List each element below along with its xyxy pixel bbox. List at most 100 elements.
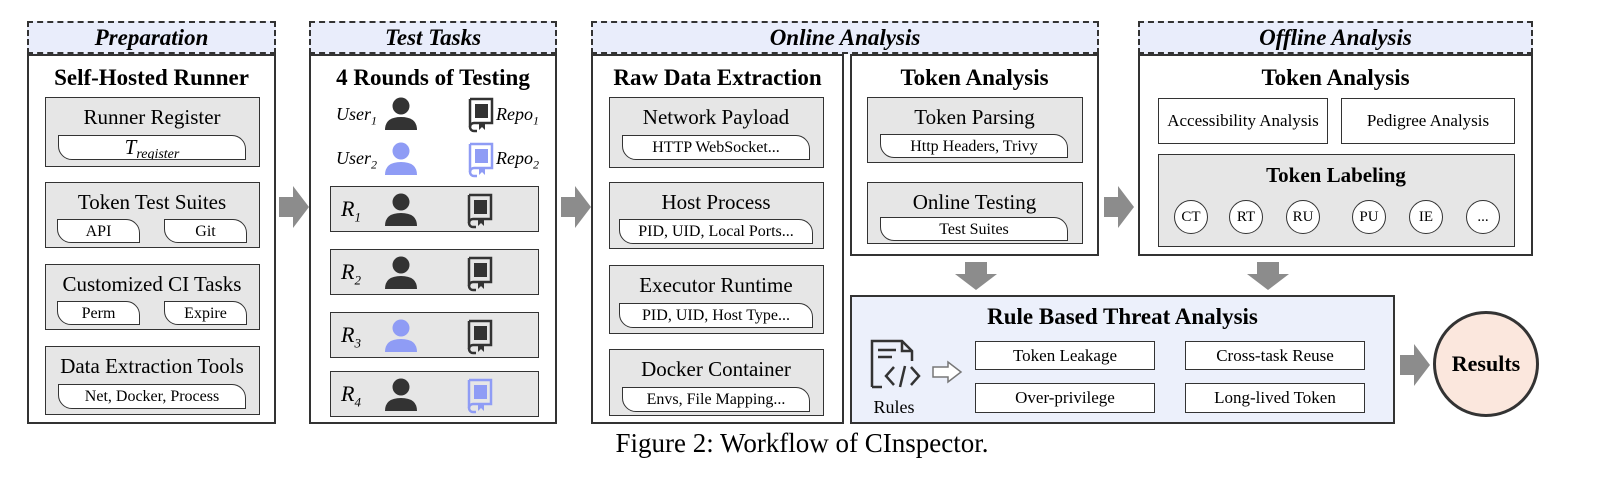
network-payload-pill: HTTP WebSocket...	[622, 135, 810, 160]
rules-label: Rules	[873, 397, 915, 417]
host-process-box: Host Process PID, UID, Local Ports...	[609, 182, 824, 249]
flow-arrow-preparation-to-test	[279, 186, 309, 228]
round-3-label: R3	[341, 322, 361, 351]
token-parsing-pill: Http Headers, Trivy	[880, 134, 1068, 158]
long-lived-token-box: Long-lived Token	[1185, 383, 1365, 413]
executor-runtime-label: Executor Runtime	[639, 273, 793, 297]
round-1-user-icon	[385, 193, 417, 226]
executor-runtime-pill: PID, UID, Host Type...	[619, 303, 813, 328]
label-ru-circle: RU	[1286, 200, 1320, 234]
token-labeling-title: Token Labeling	[1266, 163, 1406, 187]
token-parsing-box: Token Parsing Http Headers, Trivy	[867, 97, 1083, 163]
token-leakage-box: Token Leakage	[975, 341, 1155, 370]
threat-analysis-panel: Rule Based Threat Analysis Rules Token L…	[850, 295, 1395, 424]
round-3-user-icon	[385, 319, 417, 352]
round-2-subscript: 2	[354, 272, 361, 288]
round-2-user-icon	[385, 256, 417, 289]
user-2-subscript: 2	[371, 157, 377, 172]
label-pu-circle: PU	[1352, 200, 1386, 234]
preparation-header: Preparation	[27, 21, 276, 54]
user-1-name: User	[336, 104, 371, 124]
round-4-repo-icon	[467, 378, 493, 414]
flow-arrow-offline-token-down	[1247, 262, 1289, 290]
round-4-subscript: 4	[354, 394, 361, 410]
rules-apply-arrow-icon	[932, 360, 963, 384]
repo-2-icon	[468, 142, 494, 178]
accessibility-analysis-box: Accessibility Analysis	[1158, 98, 1328, 144]
offline-token-analysis-panel: Token Analysis Accessibility Analysis Pe…	[1138, 54, 1533, 256]
rules-code-icon	[870, 339, 921, 389]
ci-task-expire-pill: Expire	[164, 301, 247, 325]
executor-runtime-box: Executor Runtime PID, UID, Host Type...	[609, 265, 824, 334]
preparation-panel: Self-Hosted Runner Runner Register Tregi…	[27, 54, 276, 424]
raw-data-extraction-title: Raw Data Extraction	[613, 65, 822, 90]
data-extraction-tools-pill: Net, Docker, Process	[58, 384, 246, 409]
runner-register-label: Runner Register	[83, 105, 221, 129]
round-1-repo-icon	[467, 193, 493, 229]
round-3-box: R3	[330, 312, 539, 358]
offline-token-analysis-title: Token Analysis	[1261, 65, 1410, 90]
runner-register-token-subscript: register	[136, 147, 180, 160]
online-testing-box: Online Testing Test Suites	[867, 182, 1083, 244]
label-ie-circle: IE	[1409, 200, 1443, 234]
test-tasks-panel: 4 Rounds of Testing User1 Repo1 User2 Re…	[309, 54, 557, 424]
docker-container-box: Docker Container Envs, File Mapping...	[609, 349, 824, 416]
flow-arrow-online-token-down	[955, 262, 997, 290]
round-4-user-icon	[385, 378, 417, 411]
user-2-label: User2	[336, 148, 377, 173]
results-circle: Results	[1433, 311, 1539, 417]
online-testing-pill: Test Suites	[880, 217, 1068, 241]
network-payload-box: Network Payload HTTP WebSocket...	[609, 97, 824, 168]
host-process-pill: PID, UID, Local Ports...	[619, 219, 813, 244]
data-extraction-tools-box: Data Extraction Tools Net, Docker, Proce…	[45, 346, 260, 415]
token-test-suites-box: Token Test Suites API Git	[45, 182, 260, 248]
repo-1-subscript: 1	[532, 113, 539, 128]
offline-analysis-header: Offline Analysis	[1138, 21, 1533, 54]
round-3-repo-icon	[467, 319, 493, 355]
user-1-icon	[385, 97, 417, 130]
runner-register-token-pill: Tregister	[58, 135, 246, 160]
round-2-name: R	[341, 259, 355, 284]
repo-1-name: Repo	[496, 104, 533, 124]
online-testing-label: Online Testing	[912, 190, 1037, 214]
network-payload-label: Network Payload	[642, 105, 790, 129]
runner-register-token-symbol: T	[124, 135, 137, 159]
flow-arrow-test-to-online	[561, 186, 591, 228]
flow-arrow-threat-to-results	[1400, 344, 1430, 386]
token-test-suite-api-pill: API	[57, 219, 140, 243]
round-4-name: R	[341, 381, 355, 406]
token-test-suite-git-pill: Git	[164, 219, 247, 243]
round-2-repo-icon	[467, 256, 493, 292]
user-2-name: User	[336, 148, 371, 168]
docker-container-label: Docker Container	[641, 357, 791, 381]
round-2-label: R2	[341, 259, 361, 288]
online-token-analysis-panel: Token Analysis Token Parsing Http Header…	[850, 54, 1099, 256]
round-4-label: R4	[341, 381, 361, 410]
round-1-name: R	[341, 196, 355, 221]
customized-ci-tasks-box: Customized CI Tasks Perm Expire	[45, 264, 260, 330]
user-1-subscript: 1	[371, 113, 377, 128]
test-tasks-title: 4 Rounds of Testing	[336, 65, 530, 90]
pedigree-analysis-box: Pedigree Analysis	[1341, 98, 1515, 144]
token-labeling-box: Token Labeling CT RT RU PU IE ...	[1158, 154, 1515, 247]
label-ct-circle: CT	[1174, 200, 1208, 234]
token-test-suites-label: Token Test Suites	[77, 190, 227, 214]
ci-task-perm-pill: Perm	[57, 301, 140, 325]
round-3-subscript: 3	[354, 335, 361, 351]
round-1-subscript: 1	[354, 209, 361, 225]
customized-ci-tasks-label: Customized CI Tasks	[62, 272, 242, 296]
label-more-circle: ...	[1466, 200, 1500, 234]
runner-register-box: Runner Register Tregister	[45, 97, 260, 167]
test-tasks-header: Test Tasks	[309, 21, 557, 54]
round-1-box: R1	[330, 186, 539, 232]
flow-arrow-online-to-offline	[1104, 186, 1134, 228]
user-2-icon	[385, 142, 417, 175]
round-1-label: R1	[341, 196, 361, 225]
cross-task-reuse-box: Cross-task Reuse	[1185, 341, 1365, 370]
preparation-title: Self-Hosted Runner	[54, 65, 249, 90]
round-4-box: R4	[330, 371, 539, 417]
threat-analysis-title: Rule Based Threat Analysis	[987, 304, 1258, 329]
repo-2-subscript: 2	[532, 157, 539, 172]
token-parsing-label: Token Parsing	[914, 105, 1035, 129]
round-2-box: R2	[330, 249, 539, 295]
